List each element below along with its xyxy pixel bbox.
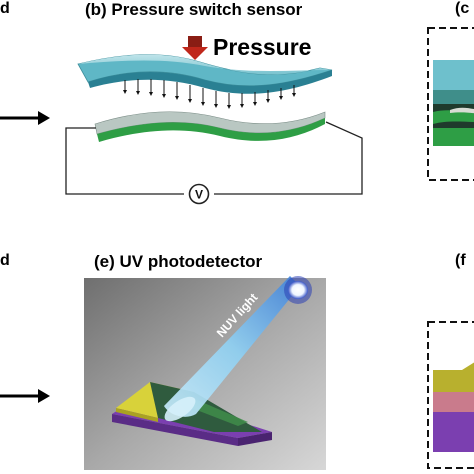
force-arrows (123, 79, 296, 109)
top-sheet-surface (78, 54, 332, 75)
panel-f-label-fragment: (f (455, 252, 466, 269)
voltmeter: V (188, 183, 210, 205)
panel-a-label-fragment: d (0, 0, 10, 17)
top-sheet-edge (88, 70, 332, 94)
panel-c-label-fragment: (c (455, 0, 470, 17)
panel-d-label-fragment: d (0, 252, 10, 269)
panel-f-inset (427, 321, 474, 469)
purple-substrate-side (112, 414, 238, 446)
voltmeter-symbol: V (195, 188, 203, 202)
circuit-wire (65, 121, 363, 195)
uv-photodetector-illustration: NUV light (84, 276, 326, 470)
panel-b-title: (b) Pressure switch sensor (85, 0, 303, 19)
pressure-arrow (182, 36, 208, 60)
panel-d-arrow (0, 389, 50, 403)
panel-c-inset (427, 27, 474, 181)
bottom-sheet-green-layer (97, 118, 325, 142)
panel-e-title: (e) UV photodetector (94, 252, 263, 271)
purple-substrate-end (238, 432, 272, 446)
light-bulb-icon (288, 281, 308, 299)
panel-a-arrow (0, 111, 50, 125)
pressure-sensor-diagram: V (65, 36, 363, 205)
nuv-light-beam (164, 276, 300, 417)
pressure-label: Pressure (213, 34, 312, 60)
